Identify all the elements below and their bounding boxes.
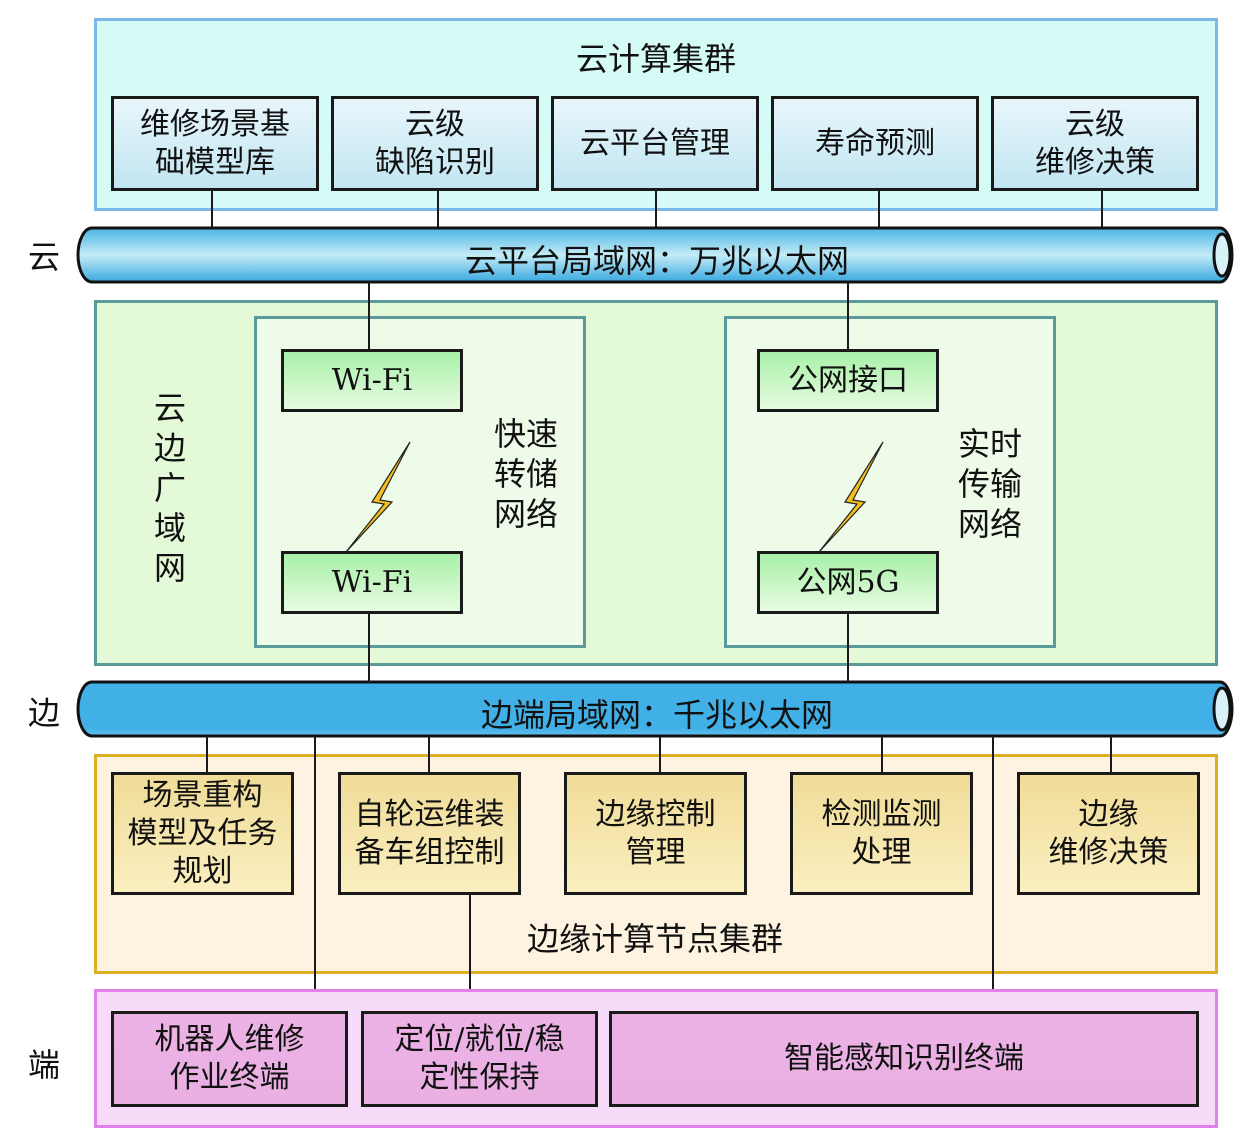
cloud-edge-wan-title: 云 边 广 域 网 [153,389,186,587]
cloud-module-defect-recognition[interactable]: 云级 缺陷识别 [331,96,539,191]
cloud-lan-pipe [76,226,1234,284]
realtime-transmission-network-label: 实时 传输 网络 [957,425,1022,543]
fast-dump-network-label: 快速 转储 网络 [493,415,558,533]
edge-cluster-title: 边缘计算节点集群 [526,920,783,958]
connector-line [437,190,439,228]
connector-line [211,190,213,228]
edge-module-maintenance-decision[interactable]: 边缘 维修决策 [1017,772,1200,895]
layer-label-edge: 边 [28,694,61,732]
cloud-module-maintenance-decision[interactable]: 云级 维修决策 [991,96,1199,191]
edge-lan-pipe [76,680,1234,738]
terminal-positioning-stability[interactable]: 定位/就位/稳 定性保持 [361,1011,598,1107]
layer-label-end: 端 [28,1046,61,1084]
connector-line [659,736,661,773]
cloud-cluster-title: 云计算集群 [575,40,736,78]
connector-line [992,736,994,1012]
edge-module-vehicle-group-control[interactable]: 自轮运维装 备车组控制 [338,772,521,895]
connector-line [881,736,883,773]
connector-line [655,190,657,228]
cloud-module-life-prediction[interactable]: 寿命预测 [771,96,979,191]
edge-lan-label: 边端局域网：千兆以太网 [480,696,833,734]
cloud-module-scene-model-library[interactable]: 维修场景基 础模型库 [111,96,319,191]
connector-line [368,282,370,350]
wifi-upper-box[interactable]: Wi-Fi [281,349,463,412]
connector-line [1110,736,1112,773]
connector-line [206,736,208,773]
connector-line [847,282,849,350]
wifi-lower-box[interactable]: Wi-Fi [281,551,463,614]
connector-line [847,613,849,683]
cloud-lan-label: 云平台局域网：万兆以太网 [464,242,849,280]
layer-label-cloud: 云 [28,238,61,276]
cloud-module-platform-management[interactable]: 云平台管理 [551,96,759,191]
connector-line [314,736,316,1012]
edge-module-detection-monitoring[interactable]: 检测监测 处理 [790,772,973,895]
terminal-robot-maintenance[interactable]: 机器人维修 作业终端 [111,1011,348,1107]
connector-line [878,190,880,228]
connector-line [428,736,430,773]
public-network-interface-box[interactable]: 公网接口 [757,349,939,412]
connector-line [1101,190,1103,228]
connector-line [368,613,370,683]
connector-line [469,894,471,1012]
public-5g-box[interactable]: 公网5G [757,551,939,614]
edge-module-control-management[interactable]: 边缘控制 管理 [564,772,747,895]
terminal-intelligent-perception[interactable]: 智能感知识别终端 [609,1011,1199,1107]
edge-module-scene-reconstruction[interactable]: 场景重构 模型及任务 规划 [111,772,294,895]
